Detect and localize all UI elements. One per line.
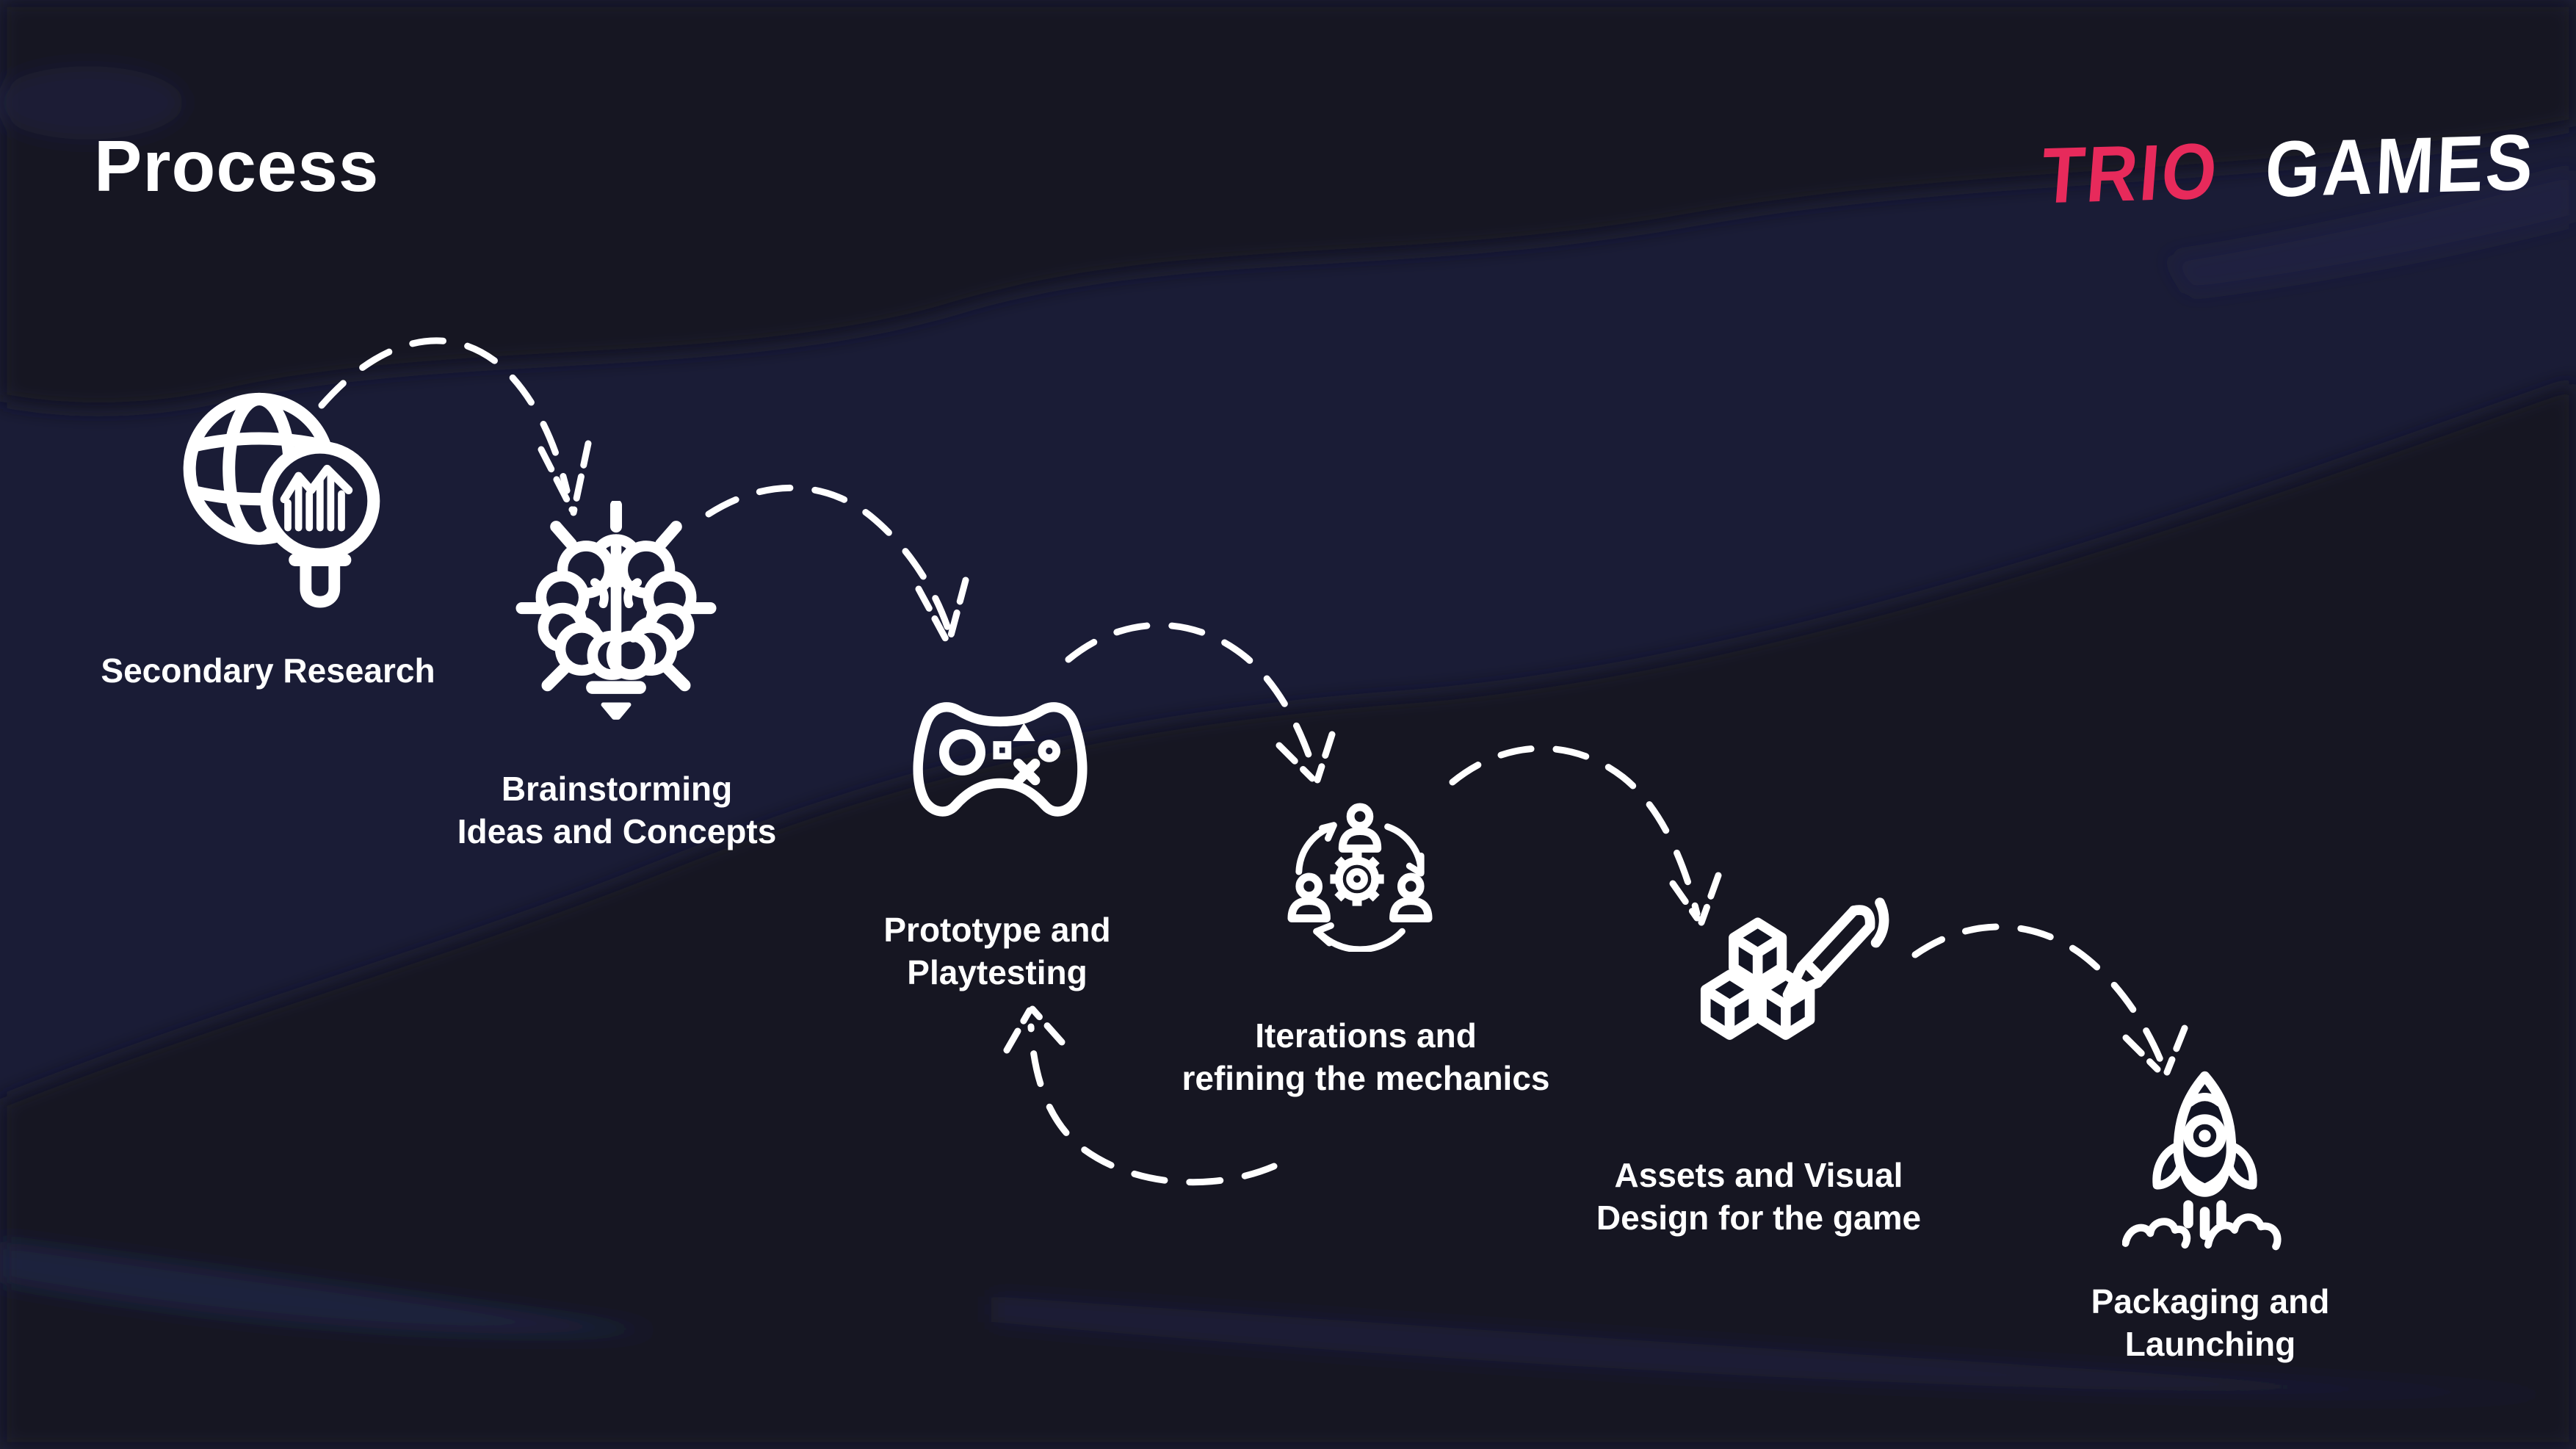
controller-body	[913, 702, 1088, 817]
arrow-prototype-to-iterations	[1065, 621, 1317, 773]
rocket	[2152, 1071, 2257, 1197]
cubes-pencil-icon	[1700, 897, 1889, 1040]
label-secondary-research: Secondary Research	[101, 651, 435, 690]
controller-buttons	[993, 723, 1061, 786]
exhaust	[2183, 1200, 2226, 1240]
person-right	[1389, 872, 1433, 922]
game-controller-icon	[913, 702, 1088, 817]
controller-stick	[939, 729, 985, 776]
bulb-base	[586, 681, 646, 720]
arrow-heads	[538, 440, 2188, 1076]
cubes	[1700, 917, 1815, 1040]
person-top	[1338, 803, 1382, 853]
globe-magnifier-chart-icon	[183, 392, 380, 608]
arrow-assets-to-packaging	[1911, 923, 2166, 1067]
brand-logo: TRIO GAMES	[2038, 118, 2537, 220]
brand-games-text: GAMES	[2263, 118, 2537, 214]
idea-rays	[515, 501, 717, 692]
magnifier-chart	[260, 441, 380, 608]
rocket-launch-icon	[2122, 1071, 2282, 1251]
cycle-arrows	[1295, 822, 1425, 952]
launch-clouds	[2122, 1213, 2282, 1251]
arrow-brainstorm-to-prototype	[705, 484, 952, 632]
brain-idea-icon	[515, 501, 717, 720]
page-title: Process	[94, 126, 380, 206]
brain	[535, 534, 697, 680]
pencil	[1782, 897, 1889, 1000]
brand-trio-text: TRIO	[2038, 127, 2222, 220]
person-left	[1287, 872, 1331, 922]
team-gear-cycle-icon	[1287, 803, 1433, 952]
gear	[1330, 852, 1384, 906]
arrow-iterations-to-assets	[1449, 745, 1701, 917]
